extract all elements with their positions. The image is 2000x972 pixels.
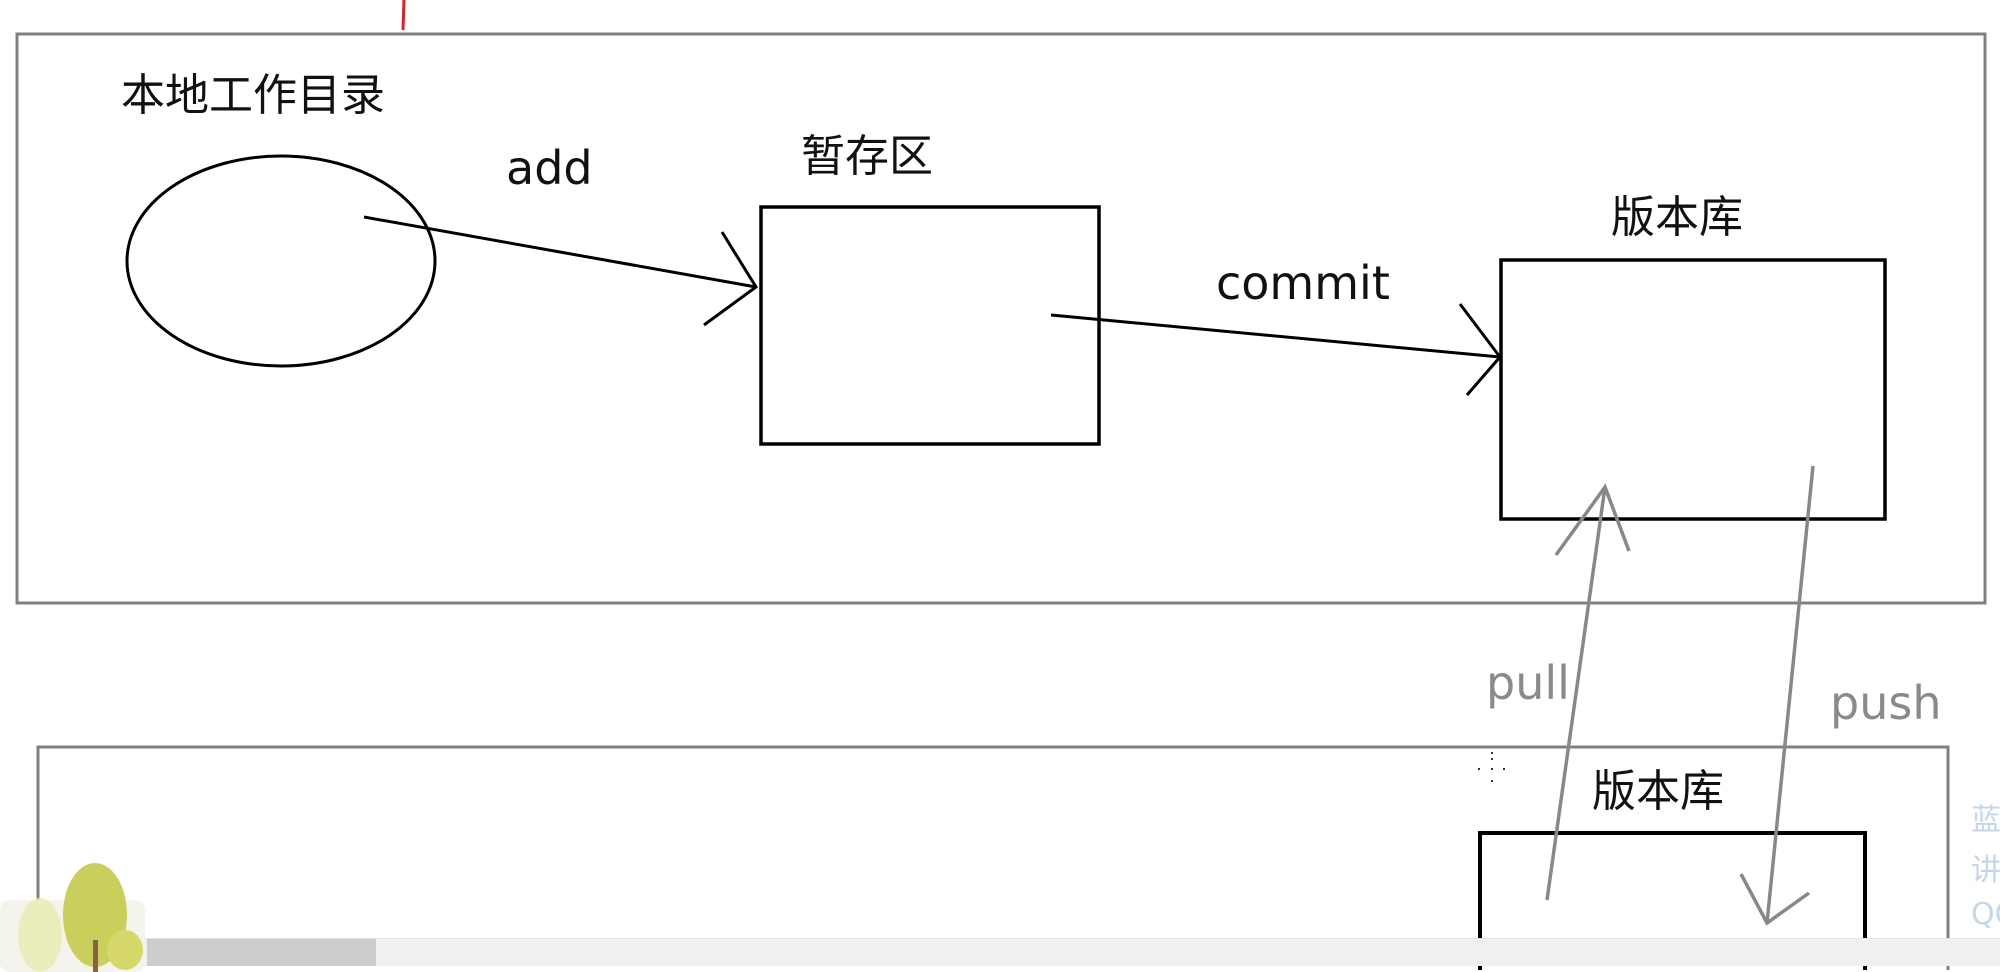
pull-arrow [1545,483,1631,901]
working-directory-label: 本地工作目录 [121,70,385,121]
watermark-text-1: 蓝 [1971,803,2000,838]
remote-repository-label: 版本库 [1592,766,1724,817]
red-marker-stroke [401,0,406,31]
pull-label: pull [1486,656,1570,710]
working-directory-ellipse [125,154,437,368]
watermark-text-3: QQ [1971,897,2000,932]
watermark-text-2: 讲 [1971,853,2000,888]
local-repository-box [1499,258,1887,521]
local-repository-label: 版本库 [1611,192,1743,243]
tree-icon [0,863,145,972]
push-arrow [1739,465,1815,926]
commit-label: commit [1216,256,1390,310]
remote-frame [36,745,1950,970]
move-cursor-icon [1478,752,1505,782]
staging-area-label: 暂存区 [801,131,933,182]
add-arrow [363,215,759,327]
push-label: push [1830,676,1942,730]
commit-arrow [1050,303,1502,396]
horizontal-scrollbar-thumb[interactable] [147,939,376,966]
staging-area-box [759,205,1101,446]
local-machine-frame [15,32,1987,605]
add-label: add [506,141,593,195]
remote-repository-box [1478,831,1867,970]
